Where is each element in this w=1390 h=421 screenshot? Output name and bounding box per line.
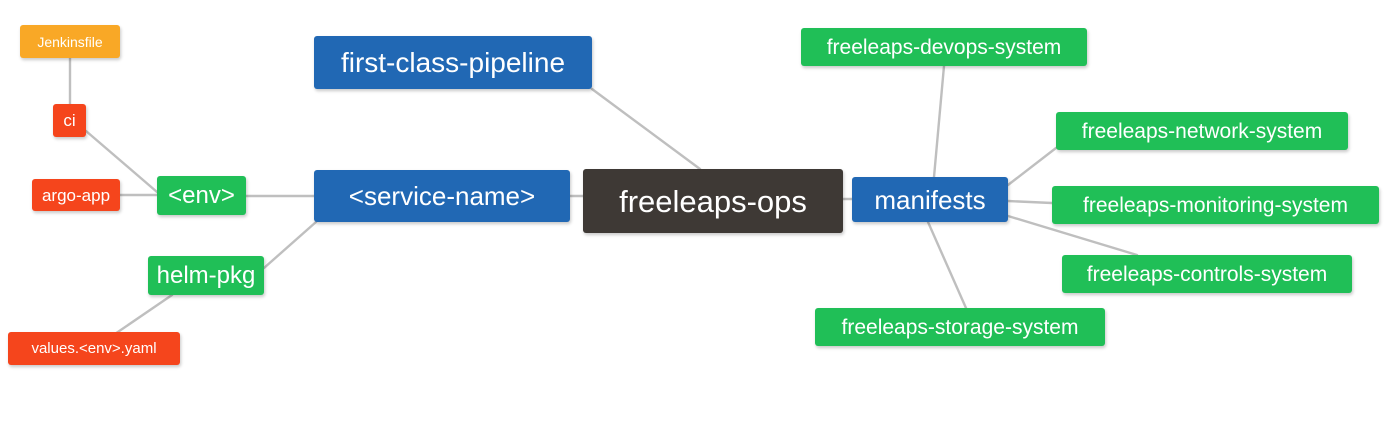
node-freeleaps-storage-system[interactable]: freeleaps-storage-system [815, 308, 1105, 346]
node-freeleaps-devops-system-label: freeleaps-devops-system [826, 35, 1062, 59]
node-freeleaps-network-system[interactable]: freeleaps-network-system [1056, 112, 1348, 150]
node-env-label: <env> [168, 181, 235, 209]
node-freeleaps-controls-system-label: freeleaps-controls-system [1086, 262, 1328, 286]
node-manifests-label: manifests [874, 184, 986, 215]
node-ci[interactable]: ci [53, 104, 86, 137]
node-values-yaml[interactable]: values.<env>.yaml [8, 332, 180, 365]
node-freeleaps-monitoring-system-label: freeleaps-monitoring-system [1083, 193, 1348, 217]
node-freeleaps-controls-system[interactable]: freeleaps-controls-system [1062, 255, 1352, 293]
node-freeleaps-devops-system[interactable]: freeleaps-devops-system [801, 28, 1087, 66]
node-freeleaps-network-system-label: freeleaps-network-system [1081, 119, 1323, 143]
edge-manifests-monitoring [1006, 199, 1054, 205]
node-helm-pkg[interactable]: helm-pkg [148, 256, 264, 295]
node-jenkinsfile[interactable]: Jenkinsfile [20, 25, 120, 58]
node-argo-app[interactable]: argo-app [32, 179, 120, 211]
node-first-class-pipeline[interactable]: first-class-pipeline [314, 36, 592, 89]
node-argo-app-label: argo-app [41, 185, 111, 205]
node-service-name-label: <service-name> [348, 181, 536, 211]
node-manifests[interactable]: manifests [852, 177, 1008, 222]
node-service-name[interactable]: <service-name> [314, 170, 570, 222]
edge-servicename-helmpkg [262, 220, 318, 270]
node-freeleaps-storage-system-label: freeleaps-storage-system [841, 315, 1079, 339]
node-env[interactable]: <env> [157, 176, 246, 215]
node-first-class-pipeline-label: first-class-pipeline [340, 46, 566, 78]
node-helm-pkg-label: helm-pkg [156, 261, 256, 289]
node-values-yaml-label: values.<env>.yaml [31, 340, 157, 357]
edge-helmpkg-values [110, 293, 174, 338]
node-ci-label: ci [63, 111, 76, 130]
node-freeleaps-monitoring-system[interactable]: freeleaps-monitoring-system [1052, 186, 1379, 224]
edge-manifests-devops [932, 64, 946, 179]
edge-manifests-storage [926, 220, 968, 310]
edge-manifests-network [1006, 146, 1058, 187]
node-freeleaps-ops-root[interactable]: freeleaps-ops [583, 169, 843, 233]
edge-pipeline-root [590, 87, 702, 171]
node-freeleaps-ops-root-label: freeleaps-ops [619, 183, 807, 219]
node-jenkinsfile-label: Jenkinsfile [37, 33, 103, 50]
